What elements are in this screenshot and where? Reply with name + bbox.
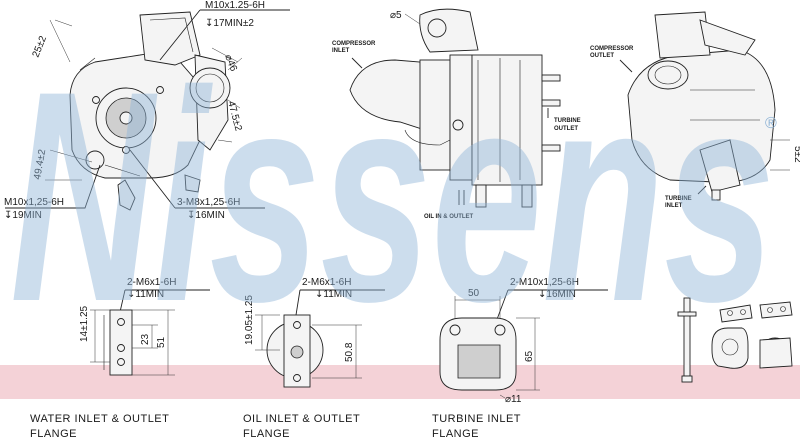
- label-oil-in-outlet: OIL IN & OUTLET: [424, 214, 474, 220]
- callout-m10-top: M10x1.25-6H: [205, 0, 265, 11]
- oil-caption-1: OIL INLET & OUTLET: [243, 413, 360, 425]
- turbine-dim-50: 50: [468, 288, 480, 299]
- oil-dim-19-05: 19.05±1.25: [244, 295, 255, 345]
- turbine-dim-65: 65: [524, 350, 535, 362]
- dim-49-4: 49.4±2: [32, 148, 48, 180]
- turbine-dim-phi11: ⌀11: [505, 394, 522, 405]
- callout-depth-19: ↧19MIN: [4, 210, 42, 221]
- callout-3m8: 3-M8x1,25-6H: [177, 197, 240, 208]
- label-compressor-inlet-2: INLET: [332, 48, 350, 54]
- turbo-side-view: ⌀5 COMPRESSOR INLET TURBINE OUTLET OIL I…: [332, 8, 581, 220]
- oil-flange: 2-M6x1-6H ↧11MIN 19.05±1.25 50.8 OIL INL…: [243, 277, 385, 440]
- turbine-callout-depth: ↧16MIN: [538, 289, 576, 300]
- oil-dim-50-8: 50.8: [344, 342, 355, 362]
- registered-mark: ®: [765, 115, 777, 132]
- water-callout-thread: 2-M6x1-6H: [127, 277, 176, 288]
- oil-callout-depth: ↧11MIN: [315, 289, 352, 300]
- oil-caption-2: FLANGE: [243, 428, 290, 440]
- label-turbine-inlet-2: INLET: [665, 203, 683, 209]
- oil-callout-thread: 2-M6x1-6H: [302, 277, 351, 288]
- label-compressor-inlet-1: COMPRESSOR: [332, 41, 376, 47]
- water-callout-depth: ↧11MIN: [127, 289, 164, 300]
- callout-depth-17: ↧17MIN±2: [205, 18, 254, 29]
- water-caption-1: WATER INLET & OUTLET: [30, 413, 169, 425]
- water-dim-51: 51: [156, 336, 167, 348]
- turbine-caption-2: FLANGE: [432, 428, 479, 440]
- turbine-caption-1: TURBINE INLET: [432, 413, 521, 425]
- label-turbine-outlet-2: OUTLET: [554, 126, 578, 132]
- turbine-callout-thread: 2-M10x1,25-6H: [510, 277, 579, 288]
- water-flange: 2-M6x1-6H ↧11MIN 14±1.25 23 51 WATER INL…: [30, 277, 210, 440]
- turbine-flange: 2-M10x1,25-6H ↧16MIN 50 65 ⌀11 TURBINE I…: [432, 277, 608, 440]
- label-turbine-outlet-1: TURBINE: [554, 118, 581, 124]
- gasket-parts: [677, 297, 793, 383]
- water-dim-14: 14±1.25: [79, 305, 90, 342]
- label-compressor-outlet-2: OUTLET: [590, 53, 614, 59]
- callout-depth-16: ↧16MIN: [187, 210, 225, 221]
- pink-band: [0, 365, 800, 399]
- dim-5: 5±2: [792, 146, 800, 163]
- nissens-watermark: Nissens ®: [10, 28, 777, 364]
- turbo-front-view: 25±2 ⌀46 47.5±2 49.4±2 M10x1.25-6H ↧17MI…: [4, 0, 290, 221]
- water-caption-2: FLANGE: [30, 428, 77, 440]
- callout-m10-bottom: M10x1,25-6H: [4, 197, 64, 208]
- turbo-rear-view: COMPRESSOR OUTLET TURBINE INLET 5±2: [590, 11, 800, 209]
- dim-phi5: ⌀5: [390, 10, 402, 21]
- label-compressor-outlet-1: COMPRESSOR: [590, 46, 634, 52]
- water-dim-23: 23: [140, 333, 151, 345]
- label-turbine-inlet-1: TURBINE: [665, 196, 692, 202]
- watermark-text: Nissens: [10, 28, 775, 364]
